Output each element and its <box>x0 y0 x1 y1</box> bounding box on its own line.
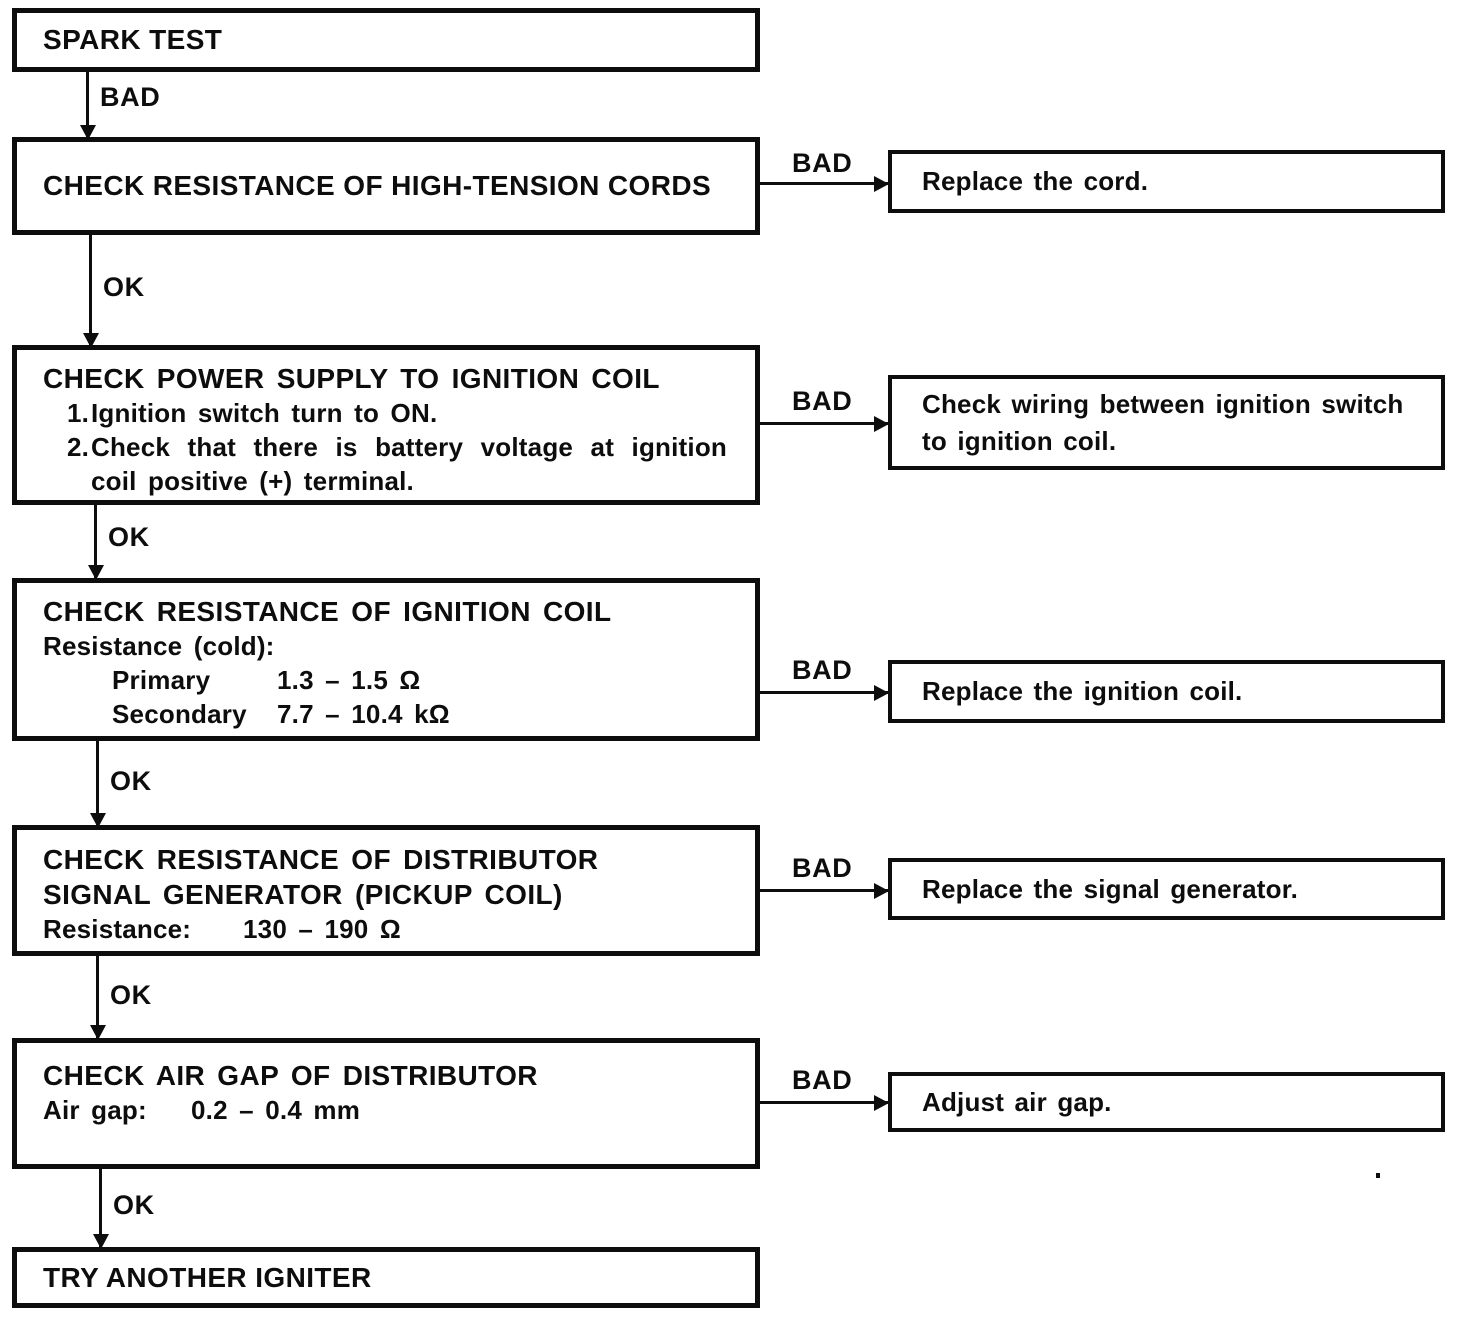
result-replace-signal-generator: Replace the signal generator. <box>888 858 1445 920</box>
item-text: Ignition switch turn to ON. <box>91 398 438 428</box>
flow-arrow-bad-icon <box>760 422 888 425</box>
flow-arrow-bad-icon <box>760 182 888 185</box>
result-text: Replace the cord. <box>922 166 1149 196</box>
node-title: CHECK RESISTANCE OF HIGH-TENSION CORDS <box>43 170 712 201</box>
node-title: CHECK RESISTANCE OF IGNITION COIL <box>43 596 612 627</box>
spec-heading: Resistance (cold): <box>43 631 275 661</box>
result-text: Replace the ignition coil. <box>922 676 1243 706</box>
item-number: 2. <box>67 432 90 462</box>
spec-row: Primary 1.3 – 1.5 Ω <box>112 663 739 697</box>
spec-value: 0.2 – 0.4 mm <box>191 1095 361 1125</box>
result-adjust-air-gap: Adjust air gap. <box>888 1072 1445 1132</box>
node-title: SPARK TEST <box>43 24 223 55</box>
branch-label-bad: BAD <box>792 148 853 178</box>
result-text: Adjust air gap. <box>922 1086 1112 1117</box>
flow-arrow-down-icon <box>99 1168 102 1247</box>
connector-label-ok: OK <box>113 1190 155 1220</box>
spec-row: Secondary 7.7 – 10.4 kΩ <box>112 697 739 731</box>
branch-label-bad: BAD <box>792 853 853 883</box>
checklist-item: 1. Ignition switch turn to ON. <box>67 396 739 430</box>
connector-label-ok: OK <box>110 766 152 796</box>
result-text: Check wiring between ignition switch to … <box>922 388 1404 456</box>
flow-arrow-bad-icon <box>760 1101 888 1104</box>
spec-value: 7.7 – 10.4 kΩ <box>277 699 450 729</box>
node-check-signal-generator: CHECK RESISTANCE OF DISTRIBUTOR SIGNAL G… <box>12 825 760 956</box>
connector-label-bad: BAD <box>100 82 161 112</box>
spec-name: Air gap: <box>43 1095 147 1125</box>
connector-label-ok: OK <box>103 272 145 302</box>
flow-arrow-down-icon <box>96 741 99 826</box>
flow-arrow-down-icon <box>96 956 99 1038</box>
item-number: 1. <box>67 398 90 428</box>
scan-speck <box>1376 1173 1380 1178</box>
spec-value: 130 – 190 Ω <box>243 914 401 944</box>
spec-value: 1.3 – 1.5 Ω <box>277 665 421 695</box>
node-title-line2: SIGNAL GENERATOR (PICKUP COIL) <box>43 879 563 910</box>
spec-row: Air gap: 0.2 – 0.4 mm <box>43 1093 739 1127</box>
connector-label-ok: OK <box>108 522 150 552</box>
flow-arrow-bad-icon <box>760 691 888 694</box>
flow-arrow-down-icon <box>86 72 89 138</box>
flow-arrow-down-icon <box>89 235 92 346</box>
node-check-coil-resistance: CHECK RESISTANCE OF IGNITION COIL Resist… <box>12 578 760 741</box>
checklist-item: 2. Check that there is battery voltage a… <box>67 430 739 498</box>
node-check-ht-cords: CHECK RESISTANCE OF HIGH-TENSION CORDS <box>12 137 760 235</box>
branch-label-bad: BAD <box>792 1065 853 1095</box>
spec-name: Secondary <box>112 699 247 729</box>
result-check-wiring: Check wiring between ignition switch to … <box>888 375 1445 470</box>
item-text: Check that there is battery voltage at i… <box>91 432 727 496</box>
node-title: CHECK AIR GAP OF DISTRIBUTOR <box>43 1060 538 1091</box>
spec-name: Resistance: <box>43 914 192 944</box>
result-replace-cord: Replace the cord. <box>888 150 1445 213</box>
node-title-line1: CHECK RESISTANCE OF DISTRIBUTOR <box>43 844 599 875</box>
node-title: CHECK POWER SUPPLY TO IGNITION COIL <box>43 363 660 394</box>
result-text: Replace the signal generator. <box>922 873 1299 904</box>
spec-name: Primary <box>112 665 211 695</box>
node-check-air-gap: CHECK AIR GAP OF DISTRIBUTOR Air gap: 0.… <box>12 1038 760 1169</box>
node-check-power-supply: CHECK POWER SUPPLY TO IGNITION COIL 1. I… <box>12 345 760 505</box>
node-spark-test: SPARK TEST <box>12 8 760 72</box>
node-title: TRY ANOTHER IGNITER <box>43 1261 372 1293</box>
spec-row: Resistance: 130 – 190 Ω <box>43 912 739 947</box>
connector-label-ok: OK <box>110 980 152 1010</box>
result-replace-ignition-coil: Replace the ignition coil. <box>888 660 1445 723</box>
flow-arrow-bad-icon <box>760 889 888 892</box>
node-try-another-igniter: TRY ANOTHER IGNITER <box>12 1247 760 1308</box>
branch-label-bad: BAD <box>792 655 853 685</box>
branch-label-bad: BAD <box>792 386 853 416</box>
flow-arrow-down-icon <box>94 505 97 578</box>
